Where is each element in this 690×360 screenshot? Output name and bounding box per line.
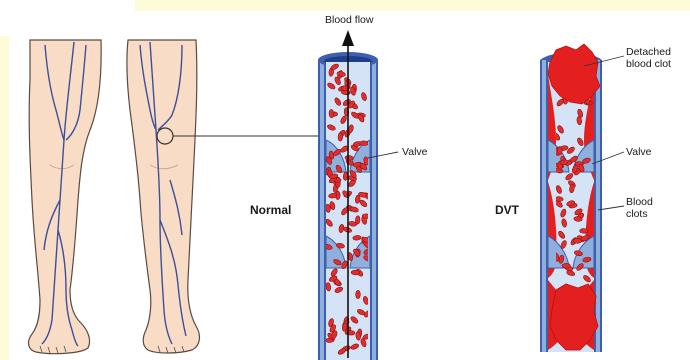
legs-illustration — [29, 40, 323, 354]
detached-clot-label: Detached blood clot — [626, 46, 671, 70]
dvt-label: DVT — [495, 204, 519, 216]
red-blood-cell — [573, 238, 582, 243]
red-blood-cell — [351, 270, 360, 275]
red-blood-cell — [562, 263, 571, 268]
left-leg — [29, 40, 102, 354]
detached-clot-label-line2: blood clot — [626, 58, 671, 70]
red-blood-cell — [345, 155, 354, 160]
valve-label-normal: Valve — [402, 146, 428, 158]
blood-clots-label: Blood clots — [626, 196, 653, 220]
blood-flow-label: Blood flow — [325, 14, 373, 26]
blood-clots-label-line1: Blood — [626, 196, 653, 208]
red-blood-cell — [338, 133, 343, 142]
valve-label-dvt: Valve — [626, 146, 652, 158]
red-blood-cell — [329, 109, 334, 118]
normal-vein — [318, 30, 398, 360]
normal-label: Normal — [250, 204, 291, 216]
red-blood-cell — [557, 146, 562, 155]
blood-clots-label-line2: clots — [626, 208, 653, 220]
red-blood-cell — [356, 290, 361, 298]
detached-clot-label-line1: Detached — [626, 46, 671, 58]
red-blood-cell — [360, 141, 369, 146]
dvt-vein — [540, 44, 624, 352]
red-blood-cell — [580, 229, 588, 234]
